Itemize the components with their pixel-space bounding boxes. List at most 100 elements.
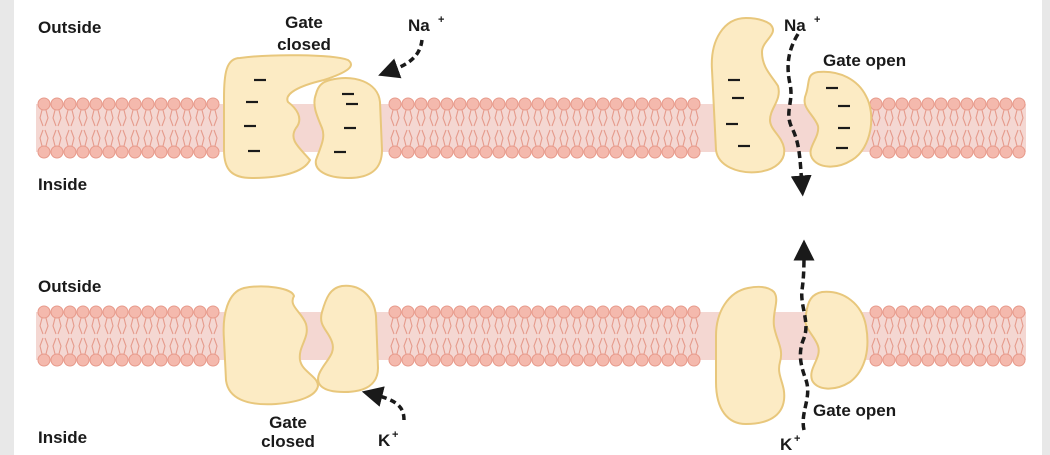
lipid-head	[207, 354, 219, 366]
gate-closed-label-line2: closed	[261, 432, 315, 451]
inside-label: Inside	[38, 175, 87, 194]
lipid-head	[610, 306, 622, 318]
lipid-head	[571, 146, 583, 158]
lipid-head	[168, 354, 180, 366]
sodium-channel-open	[712, 18, 871, 186]
lipid-head	[428, 98, 440, 110]
lipid-head	[519, 98, 531, 110]
lipid-head	[922, 98, 934, 110]
lipid-head	[558, 306, 570, 318]
lipid-head	[623, 354, 635, 366]
lipid-head	[649, 306, 661, 318]
k-ion-label: K +	[780, 433, 800, 454]
lipid-head	[896, 354, 908, 366]
lipid-head	[51, 146, 63, 158]
lipid-head	[454, 306, 466, 318]
lipid-head	[974, 146, 986, 158]
lipid-head	[584, 98, 596, 110]
lipid-head	[987, 306, 999, 318]
lipid-head	[519, 146, 531, 158]
k-arrow-icon	[372, 394, 404, 420]
lipid-head	[571, 306, 583, 318]
ion-charge: +	[392, 429, 398, 441]
lipid-head	[480, 98, 492, 110]
lipid-head	[519, 306, 531, 318]
lipid-head	[974, 354, 986, 366]
top-membrane	[36, 98, 1026, 158]
lipid-head	[1000, 98, 1012, 110]
lipid-head	[675, 306, 687, 318]
lipid-head	[129, 306, 141, 318]
lipid-head	[38, 354, 50, 366]
lipid-head	[506, 146, 518, 158]
lipid-head	[636, 146, 648, 158]
lipid-head	[142, 306, 154, 318]
lipid-head	[623, 146, 635, 158]
lipid-head	[909, 354, 921, 366]
lipid-head	[948, 354, 960, 366]
lipid-head	[662, 306, 674, 318]
lipid-head	[129, 98, 141, 110]
lipid-head	[935, 146, 947, 158]
lipid-head	[649, 354, 661, 366]
lipid-head	[649, 146, 661, 158]
lipid-head	[116, 146, 128, 158]
lipid-head	[545, 98, 557, 110]
outside-label: Outside	[38, 277, 101, 296]
lipid-head	[155, 146, 167, 158]
lipid-head	[688, 354, 700, 366]
lipid-head	[480, 146, 492, 158]
lipid-head	[519, 354, 531, 366]
lipid-head	[584, 306, 596, 318]
lipid-head	[415, 354, 427, 366]
lipid-head	[883, 354, 895, 366]
lipid-head	[1000, 146, 1012, 158]
lipid-head	[38, 98, 50, 110]
lipid-head	[675, 146, 687, 158]
lipid-head	[909, 98, 921, 110]
lipid-head	[389, 146, 401, 158]
lipid-head	[636, 354, 648, 366]
lipid-head	[987, 146, 999, 158]
lipid-head	[1000, 306, 1012, 318]
outside-label: Outside	[38, 18, 101, 37]
lipid-head	[402, 146, 414, 158]
lipid-head	[194, 354, 206, 366]
lipid-head	[155, 306, 167, 318]
lipid-head	[532, 98, 544, 110]
lipid-head	[649, 98, 661, 110]
lipid-head	[922, 306, 934, 318]
lipid-head	[493, 98, 505, 110]
lipid-head	[558, 98, 570, 110]
k-ion-label: K +	[378, 429, 398, 450]
lipid-head	[610, 98, 622, 110]
lipid-head	[428, 146, 440, 158]
lipid-head	[467, 306, 479, 318]
ion-symbol: Na	[408, 16, 430, 35]
lipid-head	[597, 146, 609, 158]
lipid-head	[948, 306, 960, 318]
lipid-head	[428, 354, 440, 366]
lipid-head	[142, 98, 154, 110]
lipid-head	[584, 354, 596, 366]
lipid-head	[194, 146, 206, 158]
lipid-head	[493, 354, 505, 366]
lipid-head	[688, 306, 700, 318]
lipid-head	[90, 146, 102, 158]
lipid-head	[402, 306, 414, 318]
lipid-head	[597, 98, 609, 110]
lipid-head	[181, 306, 193, 318]
lipid-head	[441, 354, 453, 366]
lipid-head	[90, 354, 102, 366]
lipid-head	[558, 146, 570, 158]
lipid-head	[935, 98, 947, 110]
lipid-head	[454, 98, 466, 110]
lipid-head	[883, 306, 895, 318]
gate-open-label: Gate open	[823, 51, 906, 70]
gate-closed-label-line2: closed	[277, 35, 331, 54]
lipid-head	[870, 354, 882, 366]
lipid-head	[454, 354, 466, 366]
lipid-head	[662, 98, 674, 110]
lipid-head	[948, 98, 960, 110]
lipid-head	[883, 146, 895, 158]
